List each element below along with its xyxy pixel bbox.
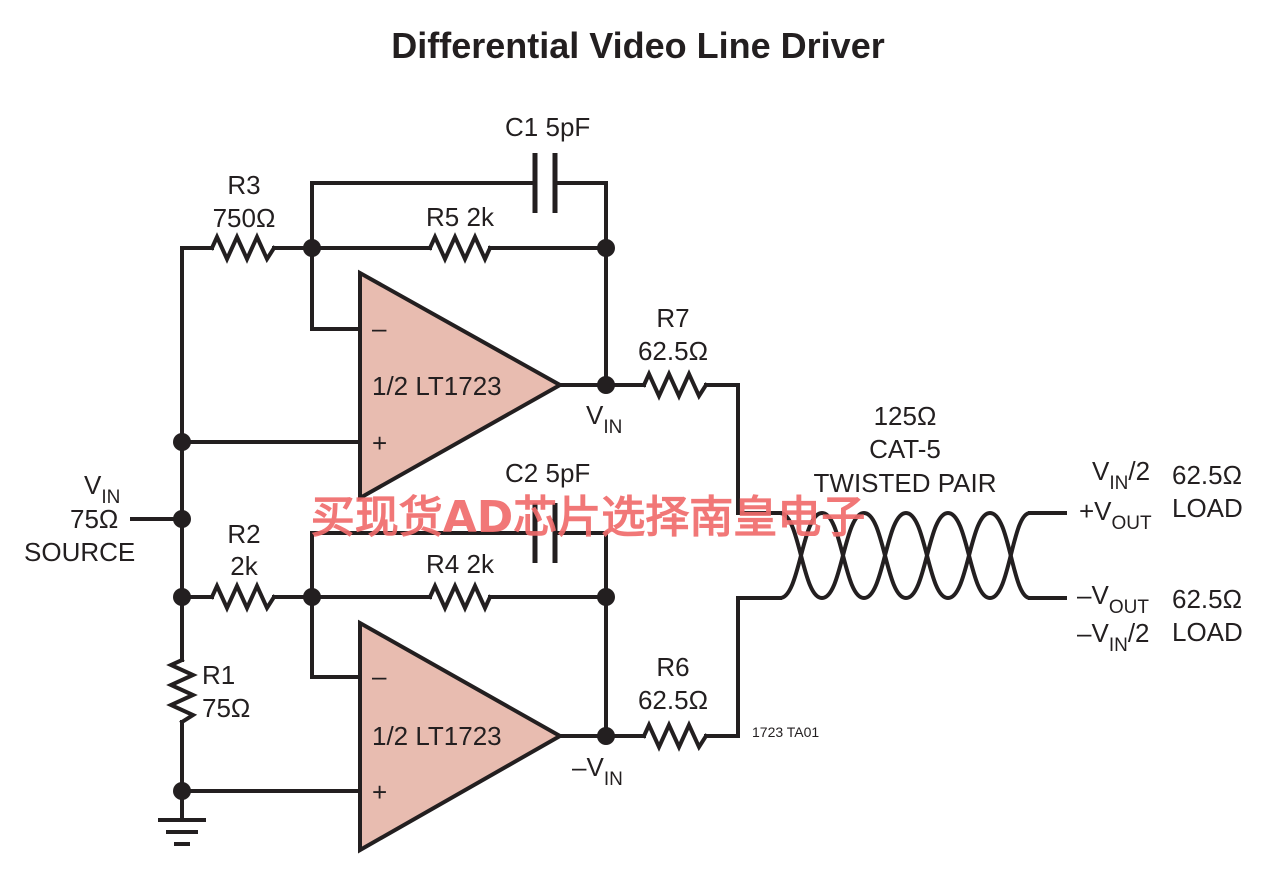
opamp-bottom-plus: + (372, 777, 387, 807)
r4-label: R4 2k (426, 549, 495, 579)
opamp-top-minus: – (372, 313, 387, 343)
out-pos-load-label: LOAD (1172, 493, 1243, 523)
capacitor-c2 (532, 503, 558, 563)
opamp-top (358, 269, 565, 502)
capacitor-c1 (532, 153, 558, 213)
cable-type: CAT-5 (869, 434, 941, 464)
out-neg-vout: –VOUT (1077, 580, 1149, 618)
r2-name: R2 (227, 519, 260, 549)
twisted-pair-cable (779, 510, 1031, 601)
junction-dots (173, 239, 615, 800)
node-top-out-label: VIN (586, 400, 622, 438)
r7-value: 62.5Ω (638, 336, 708, 366)
out-neg-load-label: LOAD (1172, 617, 1243, 647)
diagram-title: Differential Video Line Driver (391, 25, 884, 66)
source-voltage-label: VIN (84, 470, 120, 508)
out-neg-load-value: 62.5Ω (1172, 584, 1242, 614)
r1-name: R1 (202, 660, 235, 690)
watermark-text: 买现货AD芯片选择南皇电子 (311, 492, 866, 543)
r7-name: R7 (656, 303, 689, 333)
r6-value: 62.5Ω (638, 685, 708, 715)
opamp-bottom (358, 619, 565, 854)
resistor-r4 (427, 581, 493, 613)
source-impedance: 75Ω (70, 504, 118, 534)
ground-icon (158, 818, 206, 846)
opamp-bottom-label: 1/2 LT1723 (372, 721, 502, 751)
figure-code: 1723 TA01 (752, 724, 819, 740)
c2-label: C2 5pF (505, 458, 590, 488)
out-pos-vin-half: VIN/2 (1092, 456, 1150, 494)
out-neg-vin-half: –VIN/2 (1077, 618, 1150, 656)
r5-label: R5 2k (426, 202, 495, 232)
resistor-r1 (166, 657, 198, 725)
resistor-r3 (209, 232, 277, 264)
opamp-top-plus: + (372, 428, 387, 458)
resistor-r2 (209, 581, 277, 613)
out-pos-vout: +VOUT (1079, 496, 1152, 534)
r6-name: R6 (656, 652, 689, 682)
c1-label: C1 5pF (505, 112, 590, 142)
resistor-r5 (427, 232, 493, 264)
opamp-top-label: 1/2 LT1723 (372, 371, 502, 401)
resistor-r6 (641, 720, 709, 752)
resistor-r7 (641, 369, 709, 401)
source-label: SOURCE (24, 537, 135, 567)
cable-desc: TWISTED PAIR (814, 468, 997, 498)
opamp-bottom-minus: – (372, 661, 387, 691)
out-pos-load-value: 62.5Ω (1172, 460, 1242, 490)
node-bottom-out-label: –VIN (572, 752, 623, 790)
r3-value: 750Ω (213, 203, 276, 233)
r3-name: R3 (227, 170, 260, 200)
r1-value: 75Ω (202, 693, 250, 723)
r2-value: 2k (230, 551, 258, 581)
cable-impedance: 125Ω (874, 401, 937, 431)
